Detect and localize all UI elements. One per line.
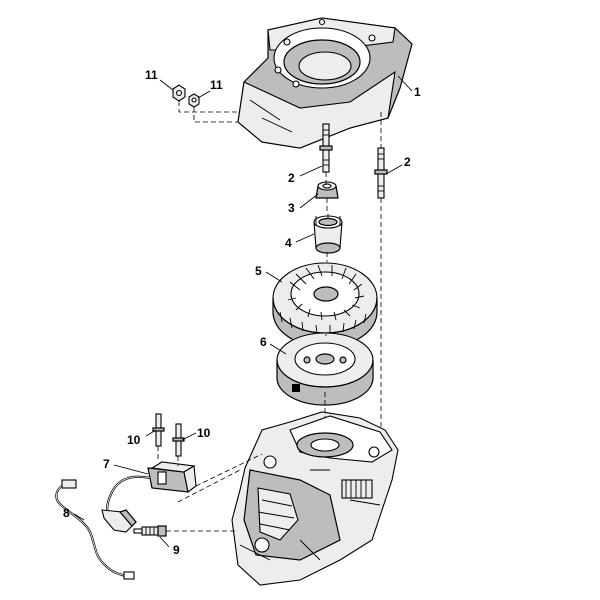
callout-7: 7	[103, 457, 110, 471]
flywheel-part[interactable]	[276, 332, 374, 406]
callout-leaders	[73, 75, 413, 548]
callout-6: 6	[260, 335, 267, 349]
callout-8: 8	[63, 506, 70, 520]
callout-1: 1	[414, 85, 421, 99]
callout-labels: 1 2 2 3 4 5 6 7 8 9 10 10 11 11	[63, 68, 421, 557]
starter-cup-part[interactable]	[313, 214, 343, 254]
callout-10-right: 10	[197, 426, 211, 440]
assembly-guide-lines	[157, 101, 382, 532]
callout-10-left: 10	[127, 433, 141, 447]
callout-11-right: 11	[210, 78, 223, 92]
ignition-lead-part[interactable]	[55, 479, 137, 580]
hex-nut-part-left[interactable]	[172, 84, 186, 102]
callout-4: 4	[285, 236, 292, 250]
stud-bolt-part-right[interactable]	[374, 147, 388, 199]
callout-5: 5	[255, 264, 262, 278]
callout-2-right: 2	[404, 155, 411, 169]
crankcase-part	[231, 411, 399, 586]
flywheel-nut-part[interactable]	[315, 181, 339, 199]
hex-nut-part-right[interactable]	[188, 93, 200, 108]
blower-housing-part[interactable]	[237, 17, 413, 149]
module-stud-part-left[interactable]	[152, 413, 165, 447]
fan-wheel-part[interactable]	[272, 262, 378, 348]
spark-plug-part[interactable]	[133, 525, 167, 537]
ignition-module-part[interactable]	[106, 461, 197, 515]
callout-11-left: 11	[145, 68, 158, 82]
callout-3: 3	[288, 201, 295, 215]
callout-2-left: 2	[288, 171, 295, 185]
callout-9: 9	[173, 543, 180, 557]
